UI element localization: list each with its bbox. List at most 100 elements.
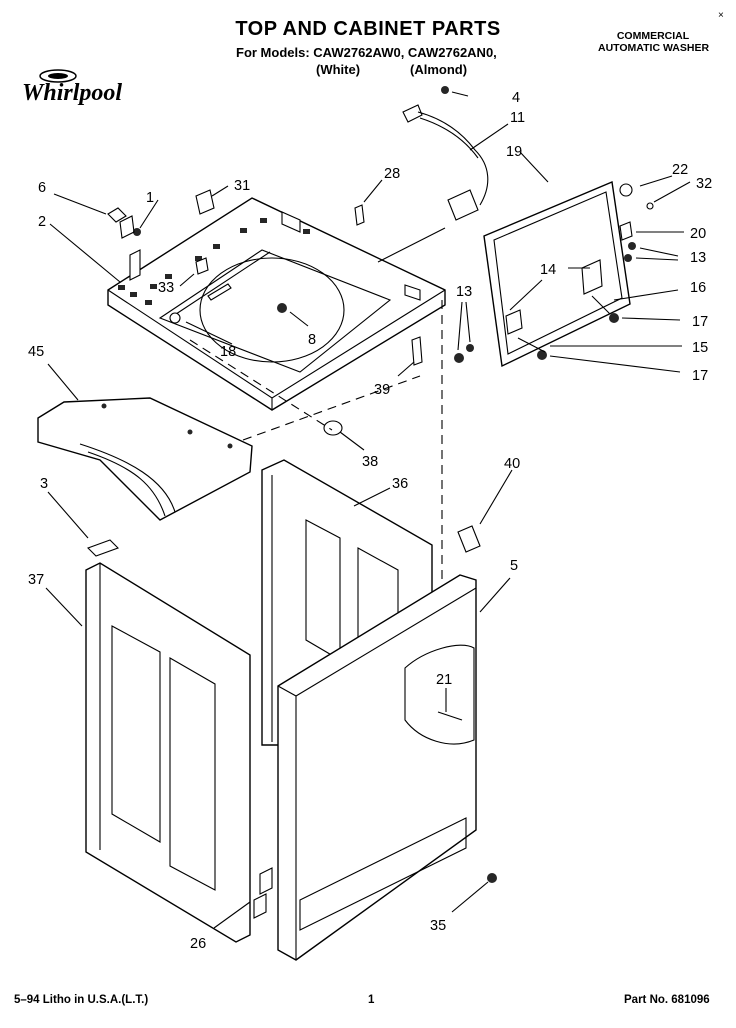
leader-arrow — [139, 199, 159, 229]
callout-18: 18 — [220, 344, 236, 360]
top-hole — [145, 300, 152, 305]
callout-40: 40 — [504, 456, 520, 472]
callout-2: 2 — [38, 214, 46, 230]
leader-arrow — [47, 363, 79, 401]
leader-arrow — [47, 491, 89, 539]
leader-arrow — [179, 273, 195, 287]
shield-hole — [227, 443, 233, 449]
pin-part-32 — [646, 202, 654, 210]
page-title: TOP AND CABINET PARTS — [235, 18, 501, 40]
bumper-part-22 — [619, 183, 633, 197]
leader-arrow — [509, 279, 543, 311]
bottom-shield-part-45 — [37, 397, 253, 521]
leader-arrow — [479, 469, 513, 525]
callout-16: 16 — [690, 280, 706, 296]
hinge-pin-part-18 — [169, 312, 181, 324]
leader-arrow — [479, 577, 511, 613]
callout-19: 19 — [506, 144, 522, 160]
screw-part-13c — [454, 353, 464, 363]
callout-13-left: 13 — [456, 284, 472, 300]
leader-arrow — [397, 361, 415, 377]
leader-arrow — [519, 151, 549, 183]
callout-17-top: 17 — [692, 314, 708, 330]
screw-part-13 — [628, 242, 636, 250]
cap-part-17 — [609, 313, 619, 323]
front-panel-part-5 — [277, 574, 497, 961]
top-hole — [240, 228, 247, 233]
callout-6: 6 — [38, 180, 46, 196]
hinge-part-14b — [505, 309, 523, 335]
shield-hole — [187, 429, 193, 435]
footer-litho: 5–94 Litho in U.S.A.(L.T.) — [14, 994, 149, 1006]
callout-1: 1 — [146, 190, 154, 206]
rod-part-16 — [591, 295, 611, 315]
callout-20: 20 — [690, 226, 706, 242]
lid-hinge-line — [169, 251, 271, 319]
product-type-line1: COMMERCIAL — [616, 30, 690, 42]
side-panel-window — [111, 625, 161, 843]
top-hole — [118, 285, 125, 290]
foot-part-26 — [259, 867, 273, 895]
model-numbers: For Models: CAW2762AW0, CAW2762AN0, — [236, 45, 497, 60]
leader-arrow — [621, 317, 681, 321]
leader-arrow — [363, 179, 383, 203]
lid-frame-inner — [493, 191, 623, 355]
logo-swoosh-icon — [39, 69, 77, 83]
leader-arrow — [339, 431, 365, 451]
screw-part-13b — [624, 254, 632, 262]
spacer-part-2 — [129, 249, 141, 281]
lid-switch-assembly — [402, 86, 489, 221]
top-fasteners — [107, 189, 365, 281]
screw-part-21 — [437, 711, 463, 721]
footer-page-number: 1 — [368, 994, 375, 1006]
leader-line-top — [377, 227, 446, 263]
callout-8: 8 — [308, 332, 316, 348]
leader-arrow — [49, 223, 121, 283]
callout-35: 35 — [430, 918, 446, 934]
callout-15: 15 — [692, 340, 708, 356]
callout-32: 32 — [696, 176, 712, 192]
leader-arrow — [549, 355, 681, 373]
callout-37: 37 — [28, 572, 44, 588]
footer-part-number: Part No. 681096 — [624, 994, 710, 1006]
leader-arrow — [635, 257, 679, 261]
leader-arrow — [469, 123, 509, 151]
top-hole — [195, 256, 202, 261]
corner-bracket — [404, 284, 421, 301]
leader-arrow — [451, 91, 469, 97]
hinge-part — [207, 283, 232, 301]
lid-switch-bracket — [281, 211, 301, 233]
callout-39: 39 — [374, 382, 390, 398]
leader-arrows — [45, 91, 691, 929]
callout-4: 4 — [512, 90, 520, 106]
callout-17-bottom: 17 — [692, 368, 708, 384]
clip-part-40 — [457, 525, 481, 553]
clip-part-6 — [107, 207, 127, 223]
side-panel-window-2 — [169, 657, 216, 891]
callout-5: 5 — [510, 558, 518, 574]
leader-arrow — [653, 181, 691, 203]
top-hole — [165, 274, 172, 279]
leader-arrow — [53, 193, 107, 215]
top-hole — [150, 284, 157, 289]
variant-almond: (Almond) — [410, 62, 468, 77]
switch-wire — [417, 111, 489, 206]
lid-frame-assembly — [454, 181, 654, 368]
callout-21: 21 — [436, 672, 452, 688]
bracket-part-31 — [195, 189, 215, 215]
callout-33: 33 — [158, 280, 174, 296]
assembly-line — [242, 375, 421, 441]
washer-top-panel — [107, 197, 446, 411]
knob-part-33 — [195, 257, 209, 275]
assembly-line — [189, 339, 333, 431]
corner-mark: × — [718, 10, 724, 21]
screw-part-28 — [354, 204, 365, 226]
callout-14: 14 — [540, 262, 556, 278]
switch-wire-2 — [419, 117, 479, 159]
leader-arrow — [45, 587, 83, 627]
latch-part-20 — [619, 221, 633, 241]
leader-arrow — [613, 289, 679, 301]
screw-part-4 — [441, 86, 449, 94]
leader-arrow — [465, 301, 471, 343]
